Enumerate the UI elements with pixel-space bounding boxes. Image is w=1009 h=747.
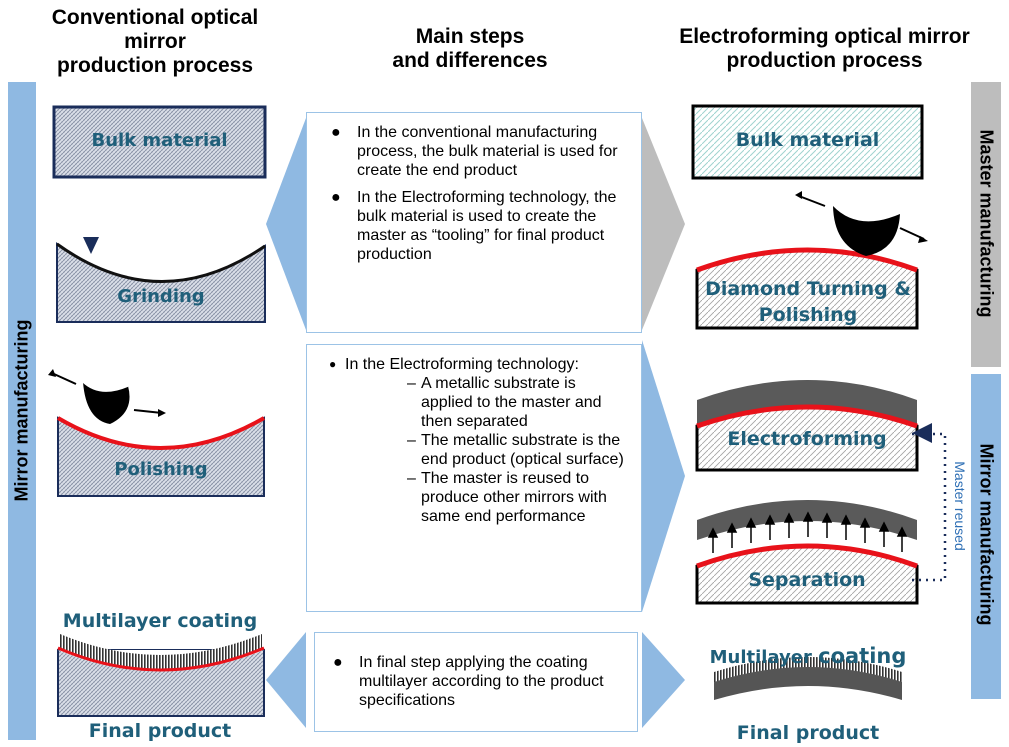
left-final-label: Final product bbox=[88, 720, 232, 742]
right-coating-label-b: coating bbox=[818, 644, 907, 668]
box2-bullet-intro: ● In the Electroforming technology: bbox=[329, 356, 579, 373]
separation-arrows-icon bbox=[707, 511, 908, 553]
box1-bullet-2: ● In the Electroforming technology, the … bbox=[331, 189, 617, 263]
right-coating-label: Multilayer coating bbox=[690, 644, 926, 668]
right-diamond-label-line1: Diamond Turning & bbox=[705, 278, 911, 300]
diamond-tool-icon bbox=[833, 206, 900, 256]
dash-icon: – bbox=[407, 470, 416, 487]
electroform-layer bbox=[697, 380, 917, 426]
right-diamond-label-line2: Polishing bbox=[758, 304, 858, 326]
arrow-left-1 bbox=[266, 118, 306, 330]
right-bulk-block bbox=[691, 104, 924, 180]
right-final-product bbox=[714, 665, 902, 700]
master-reused-path bbox=[910, 432, 947, 582]
arrow-right-2 bbox=[642, 340, 685, 612]
polishing-tool-icon bbox=[83, 382, 130, 424]
bullet-icon: ● bbox=[329, 357, 337, 371]
box3-bullet-1: ● In final step applying the coating mul… bbox=[333, 654, 604, 709]
right-diamond-label: Diamond Turning & Polishing bbox=[690, 276, 926, 328]
bullet-icon: ● bbox=[333, 654, 343, 671]
header-electroforming: Electroforming optical mirror production… bbox=[679, 25, 970, 72]
master-reused-label: Master reused bbox=[952, 461, 968, 551]
box1-bullet-1: ● In the conventional manufacturing proc… bbox=[331, 124, 618, 179]
left-bulk-block bbox=[52, 105, 267, 179]
right-final-label: Final product bbox=[736, 722, 880, 744]
left-bulk-label: Bulk material bbox=[91, 130, 228, 151]
arrow-right-1 bbox=[642, 118, 685, 330]
box2-subitem-1: – A metallic substrate is applied to the… bbox=[407, 375, 602, 430]
right-electroforming-label: Electroforming bbox=[727, 428, 887, 450]
arrow-right-3 bbox=[642, 632, 685, 728]
electroforming-pointer-icon bbox=[912, 423, 932, 443]
side-label-right-top: Master manufacturing bbox=[976, 129, 997, 318]
right-coating-label-a: Multilayer bbox=[709, 647, 819, 668]
bullet-icon: ● bbox=[331, 124, 341, 141]
left-polishing-label: Polishing bbox=[114, 459, 208, 480]
left-grinding-label: Grinding bbox=[117, 286, 205, 307]
right-bulk-label: Bulk material bbox=[735, 129, 880, 151]
left-polishing-block bbox=[57, 416, 265, 497]
dash-icon: – bbox=[407, 375, 416, 392]
box2-subitem-2: – The metallic substrate is the end prod… bbox=[407, 432, 624, 468]
left-sidebar bbox=[8, 82, 36, 740]
side-label-right-bottom: Mirror manufacturing bbox=[976, 443, 997, 626]
difference-box-2: ● In the Electroforming technology: – A … bbox=[306, 344, 642, 612]
header-conventional: Conventional optical mirror production p… bbox=[51, 6, 259, 77]
left-coating-label: Multilayer coating bbox=[62, 610, 258, 632]
bullet-icon: ● bbox=[331, 189, 341, 206]
right-sidebar-bottom bbox=[971, 374, 1001, 699]
grinding-tool-icon bbox=[83, 237, 99, 254]
right-separation-label: Separation bbox=[748, 569, 866, 591]
header-main-steps: Main steps and differences bbox=[392, 25, 548, 72]
dash-icon: – bbox=[407, 432, 416, 449]
arrow-left-3 bbox=[266, 632, 306, 728]
side-label-left: Mirror manufacturing bbox=[11, 319, 32, 502]
right-sidebar-top bbox=[971, 82, 1001, 367]
difference-box-1: ● In the conventional manufacturing proc… bbox=[306, 112, 642, 333]
difference-box-3: ● In final step applying the coating mul… bbox=[314, 632, 638, 732]
box2-subitem-3: – The master is reused to produce other … bbox=[407, 470, 607, 525]
